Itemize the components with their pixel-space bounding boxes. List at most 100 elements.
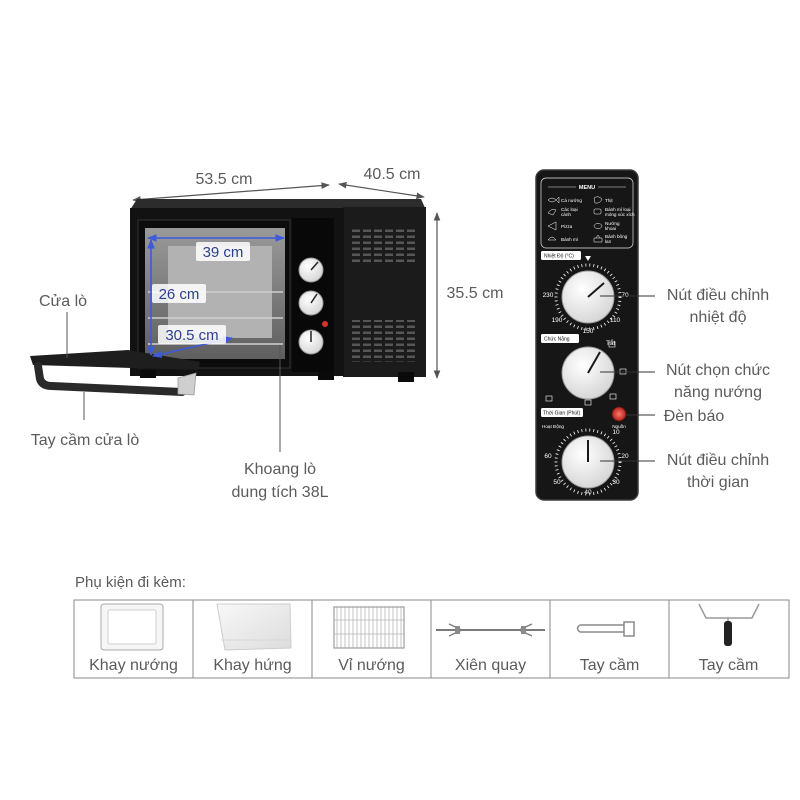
wire-rack-icon	[333, 606, 405, 649]
temperature-knob-group: Nhiệt Độ (°C) 230 190 150 110 70	[541, 251, 629, 335]
chamber-depth-label: 30.5 cm	[165, 327, 218, 344]
depth-dimension-arrow	[338, 181, 425, 200]
accessories-heading: Phụ kiện đi kèm:	[75, 574, 186, 591]
width-dimension-arrow	[132, 182, 330, 203]
chamber-height-badge	[152, 284, 206, 303]
menu-frame	[540, 177, 634, 249]
rotisserie-handle-icon	[576, 621, 635, 637]
knob-pointer	[587, 282, 605, 298]
temperature-tick: 190	[552, 317, 563, 324]
bread-icon	[547, 236, 557, 241]
door-hinge-trim	[177, 372, 197, 396]
oven-foot	[318, 372, 334, 380]
wings-icon	[547, 209, 557, 216]
door-handle	[34, 362, 186, 396]
oven-indicator-light	[322, 321, 328, 327]
accessory-label: Xiên quay	[455, 657, 526, 674]
timer-tick: 20	[621, 453, 629, 460]
temperature-tick: 230	[543, 292, 554, 299]
oven-callouts: Cửa lò Tay cầm cửa lò Khoang lò dung tíc…	[31, 293, 329, 501]
menu-item-label: khoai	[605, 226, 616, 231]
accessory-label: Tay cầm	[580, 657, 640, 674]
accessory-label: Khay hứng	[213, 657, 291, 674]
toast-icon	[593, 208, 602, 215]
depth-dimension-label: 40.5 cm	[364, 166, 421, 183]
function-mode-icon	[545, 395, 553, 402]
function-mode-icon	[584, 399, 592, 406]
control-panel-closeup: MENU Cá nướng Thịt Các loại cánh Bánh mì…	[535, 169, 639, 501]
tray-handle-icon	[698, 603, 760, 646]
temperature-tick: 110	[610, 317, 621, 324]
pizza-icon	[547, 221, 557, 231]
timer-callout-label: Nút điều chỉnh	[667, 452, 769, 469]
active-label: Hoạt Động	[542, 424, 564, 429]
drip-tray-icon	[216, 603, 292, 651]
menu-item-label: cánh	[561, 212, 571, 217]
temp-callout-label: nhiệt độ	[690, 309, 747, 326]
knob-pointer	[587, 351, 601, 374]
outer-dimensions: 53.5 cm 40.5 cm 35.5 cm	[132, 166, 504, 379]
timer-tick: 60	[544, 453, 552, 460]
chamber-callout-label: dung tích 38L	[232, 484, 329, 501]
function-label: Chức Năng	[544, 337, 570, 343]
door-callout-label: Cửa lò	[39, 293, 87, 310]
menu-item-label: mỏng xúc xích	[605, 211, 635, 217]
handle-callout-label: Tay cầm cửa lò	[31, 432, 140, 449]
menu-item-label: Pizza	[561, 224, 573, 229]
accessories-section: Phụ kiện đi kèm: Khay nướng Khay hứng Vỉ…	[73, 574, 790, 679]
function-mode-icon	[609, 393, 617, 400]
menu-item-label: lan	[605, 239, 612, 244]
rotisserie-skewer-icon	[436, 623, 545, 637]
temperature-label-pill	[541, 251, 581, 260]
tick-ring	[554, 263, 622, 331]
function-callout-label: năng nướng	[674, 384, 762, 401]
menu-title: MENU	[579, 185, 595, 191]
function-callout-label: Nút chọn chức	[666, 362, 770, 379]
chamber-dimensions: 39 cm 26 cm 30.5 cm	[147, 234, 285, 358]
meat-icon	[593, 196, 603, 204]
menu-item-label: Bánh mì loại	[605, 207, 631, 212]
menu-item-label: Nướng	[605, 221, 620, 226]
chamber-callout-label: Khoang lò	[244, 461, 316, 478]
function-label-pill	[541, 334, 579, 343]
fish-icon	[547, 196, 560, 204]
side-vent-top	[351, 229, 415, 263]
menu-item-label: Bánh mì	[561, 237, 578, 242]
timer-tick: 40	[584, 489, 592, 496]
timer-tick: 50	[553, 479, 561, 486]
timer-callout-label: thời gian	[687, 474, 749, 491]
power-label: Nguồn	[612, 424, 626, 429]
accessory-label: Khay nướng	[89, 657, 178, 674]
timer-tick: 10	[612, 429, 620, 436]
power-indicator-light	[611, 406, 627, 422]
tick-ring	[554, 428, 622, 496]
width-dimension-label: 53.5 cm	[196, 171, 253, 188]
indicator-callout-label: Đèn báo	[664, 408, 725, 425]
chamber-depth-badge	[158, 325, 226, 344]
oven-foot	[140, 370, 156, 378]
menu-item-label: Thịt	[605, 198, 613, 203]
oven	[30, 199, 426, 396]
temperature-tick: 150	[583, 328, 594, 335]
cake-icon	[593, 234, 603, 243]
knob-pointer	[310, 261, 319, 271]
timer-tick: 30	[612, 479, 620, 486]
off-label: Tắt	[606, 338, 616, 347]
function-knob-group: Chức Năng Tắt	[541, 334, 627, 406]
side-vent-bottom	[351, 320, 415, 362]
timer-label-pill	[541, 408, 583, 417]
control-callouts: Nút điều chỉnh nhiệt độ Nút chọn chức nă…	[600, 287, 770, 491]
timer-knob-group: Thời Gian (Phút) Nguồn Hoạt Động 60 50 4…	[541, 406, 629, 496]
baking-tray-icon	[100, 603, 164, 651]
potato-icon	[593, 223, 603, 229]
temperature-marker-icon	[585, 256, 591, 261]
temperature-label: Nhiệt Độ (°C)	[544, 254, 574, 260]
knob-pointer	[310, 293, 318, 304]
menu-item-label: Bánh bông	[605, 234, 628, 239]
height-dimension-label: 35.5 cm	[447, 285, 504, 302]
timer-label: Thời Gian (Phút)	[543, 411, 581, 417]
accessory-label: Vỉ nướng	[338, 657, 405, 674]
chamber-height-label: 26 cm	[159, 286, 200, 303]
